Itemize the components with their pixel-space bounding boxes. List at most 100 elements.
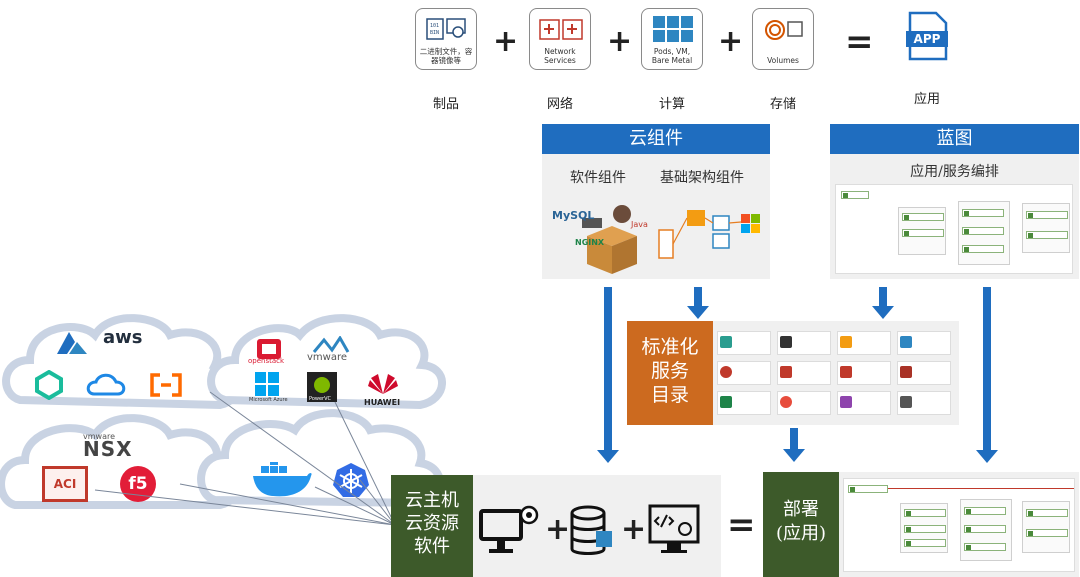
compute-caption: 计算: [658, 97, 685, 112]
app-icon: APP: [906, 11, 948, 61]
deploy-node: [904, 525, 946, 533]
deploy-connector: [888, 488, 1074, 489]
artifacts-icon: 101 BIN: [426, 18, 466, 40]
blueprint-panel: 应用/服务编排: [830, 154, 1079, 279]
cloud-component-header: 云组件: [542, 124, 770, 154]
deploy-canvas: [843, 478, 1075, 572]
catalog-item[interactable]: [837, 361, 891, 385]
app-caption: 应用: [913, 92, 940, 107]
aws-logo: aws: [103, 327, 143, 348]
nginx-logo: NGINX: [575, 238, 605, 247]
blueprint-node: [962, 209, 1004, 217]
alibaba-green-icon: [35, 370, 63, 400]
cloud-host-panel: + +: [473, 475, 721, 577]
arrow-component-to-host: [597, 287, 619, 463]
aliyun-icon: [150, 373, 182, 397]
deploy-label: 部署 (应用): [763, 472, 839, 577]
plus-sign-4: +: [545, 512, 571, 547]
storage-icon: [765, 20, 803, 40]
catalog-item[interactable]: [717, 391, 771, 415]
service-catalog-label: 标准化 服务 目录: [627, 321, 713, 425]
java-logo: Java: [631, 220, 648, 229]
deploy-node: [964, 543, 1006, 551]
blueprint-node: [902, 213, 944, 221]
azure-icon: [57, 332, 87, 354]
compute-tile: Pods, VM, Bare Metal: [641, 8, 703, 70]
artifacts-caption: 制品: [432, 97, 459, 112]
blueprint-node: [962, 245, 1004, 253]
catalog-item[interactable]: [837, 391, 891, 415]
network-icon: [539, 19, 583, 40]
software-component-label: 软件组件: [570, 170, 626, 186]
vmware-small-logo: vmware: [83, 432, 116, 441]
catalog-item[interactable]: [717, 361, 771, 385]
catalog-item[interactable]: [777, 361, 831, 385]
arrow-blueprint-to-catalog: [872, 287, 894, 319]
tencent-cloud-icon: [86, 373, 126, 396]
blueprint-node: [1026, 211, 1068, 219]
blueprint-node: [902, 229, 944, 237]
artifacts-tile-text: 二进制文件，容器镜像等: [419, 47, 473, 65]
deploy-node: [848, 485, 888, 493]
vmware-swirl-icon: [312, 336, 350, 353]
catalog-item[interactable]: [777, 331, 831, 355]
f5-logo: f5: [120, 466, 156, 502]
monitor-gear-icon: [479, 505, 539, 553]
openstack-icon: [257, 339, 281, 359]
plus-sign-1: +: [493, 24, 519, 59]
storage-tile: Volumes: [752, 8, 814, 70]
mysql-logo: MySQL: [552, 209, 595, 222]
blueprint-canvas: [835, 184, 1073, 274]
compute-icon: [653, 16, 693, 42]
catalog-item[interactable]: [897, 331, 951, 355]
blueprint-node: [841, 191, 869, 199]
storage-tile-text: Volumes: [767, 56, 799, 65]
windows-icon: [255, 372, 279, 396]
catalog-item[interactable]: [897, 391, 951, 415]
svg-text:101: 101: [430, 23, 439, 29]
plus-sign-5: +: [621, 512, 647, 547]
artifacts-tile: 101 BIN 二进制文件，容器镜像等: [415, 8, 477, 70]
deploy-node: [1026, 529, 1068, 537]
catalog-item[interactable]: [777, 391, 831, 415]
deploy-panel: [839, 472, 1079, 577]
catalog-item[interactable]: [717, 331, 771, 355]
cloud-component-panel: 软件组件 基础架构组件 MySQL Java NGINX: [542, 154, 770, 279]
app-icon-text: APP: [913, 32, 941, 46]
compute-tile-text: Pods, VM, Bare Metal: [651, 47, 693, 65]
vmware-logo: vmware: [307, 352, 348, 363]
blueprint-subtitle: 应用/服务编排: [910, 164, 999, 180]
deploy-node: [904, 509, 946, 517]
catalog-item[interactable]: [897, 361, 951, 385]
software-box-icon: [582, 205, 637, 274]
deploy-node: [964, 507, 1006, 515]
storage-caption: 存储: [769, 97, 796, 112]
plus-sign-2: +: [607, 24, 633, 59]
microsoft-azure-logo: Microsoft Azure: [249, 397, 288, 403]
code-config-icon: [648, 504, 700, 553]
openstack-logo: openstack: [248, 357, 285, 365]
catalog-item[interactable]: [837, 331, 891, 355]
huawei-logo: HUAWEI: [364, 398, 401, 407]
deploy-node: [904, 539, 946, 547]
powervc-icon: [307, 372, 337, 402]
nsx-logo: NSX: [83, 437, 133, 461]
plus-sign-3: +: [718, 24, 744, 59]
deploy-node: [1026, 509, 1068, 517]
huawei-icon: [368, 374, 398, 394]
arrow-blueprint-to-deploy: [976, 287, 998, 463]
arrow-catalog-to-deploy: [783, 428, 805, 462]
blueprint-node: [1026, 231, 1068, 239]
blueprint-node: [962, 227, 1004, 235]
network-caption: 网络: [546, 97, 573, 112]
docker-icon: [253, 462, 312, 497]
svg-text:BIN: BIN: [430, 30, 439, 36]
powervc-logo: PowerVC: [309, 396, 332, 402]
network-tile: Network Services: [529, 8, 591, 70]
infrastructure-icons: [658, 210, 760, 259]
aci-logo: ACI: [42, 466, 88, 502]
kubernetes-icon: [333, 463, 369, 497]
arrow-component-to-catalog: [687, 287, 709, 319]
equals-sign-bottom: =: [727, 505, 756, 545]
connector-lines: [94, 391, 396, 526]
